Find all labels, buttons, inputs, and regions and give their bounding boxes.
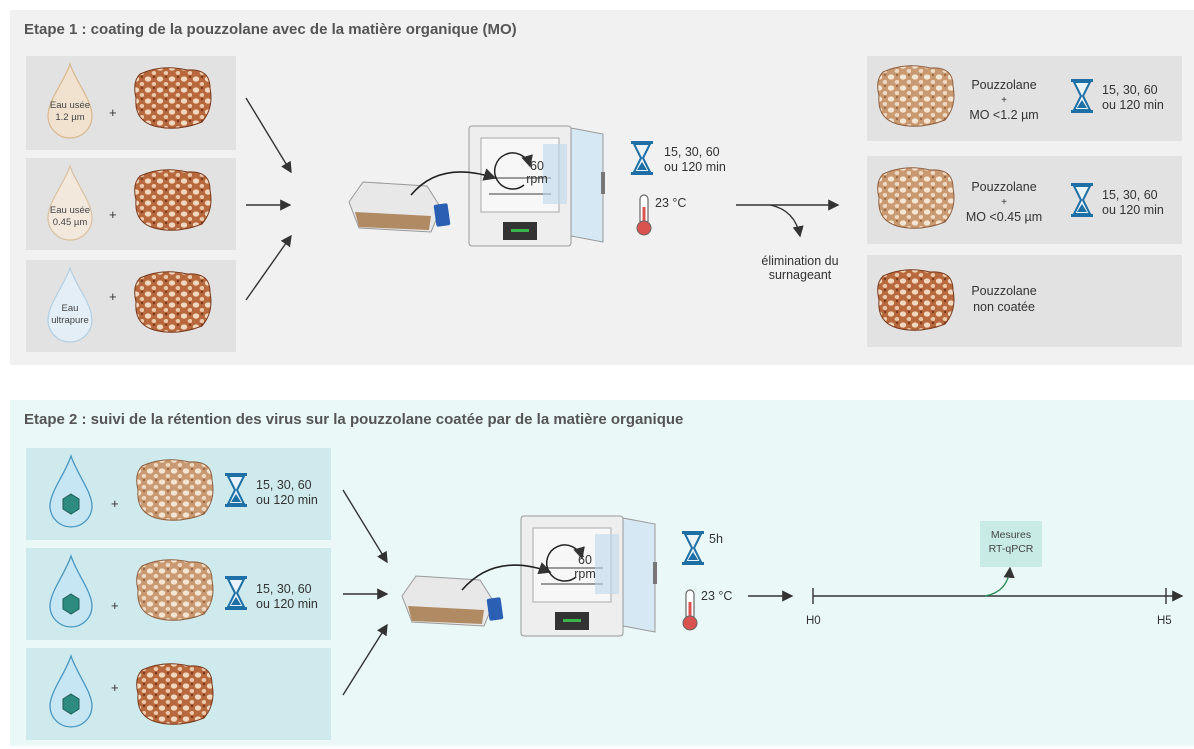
virus-icon: [62, 493, 80, 515]
droplet-icon: [49, 454, 93, 528]
pozzolan-rock-icon: [134, 169, 212, 231]
culture-flask-icon: [401, 575, 504, 627]
plus-sign: +: [109, 289, 117, 304]
plus-sign: +: [111, 598, 119, 613]
output-3-l2: non coatée: [973, 300, 1035, 314]
timeline-end: H5: [1157, 615, 1172, 627]
step2-input-1-time-l1: 15, 30, 60: [256, 478, 312, 492]
measure-line-2: RT-qPCR: [988, 543, 1034, 555]
rpm-unit: rpm: [526, 172, 548, 186]
hourglass-icon: [1071, 183, 1093, 217]
thermometer-icon: [636, 194, 652, 236]
drop-label-3b: ultrapure: [51, 315, 89, 326]
pozzolan-rock-icon: [136, 459, 214, 521]
step2-input-2-time-l1: 15, 30, 60: [256, 582, 312, 596]
time-line-2: ou 120 min: [664, 160, 726, 174]
output-1-time-l1: 15, 30, 60: [1102, 83, 1158, 97]
output-1-l3: MO <1.2 µm: [969, 108, 1039, 122]
step2-title: Etape 2 : suivi de la rétention des viru…: [24, 411, 684, 428]
timeline-start: H0: [806, 615, 821, 627]
hourglass-icon: [631, 141, 653, 175]
output-1-l2: +: [1001, 95, 1007, 106]
drop-label-3a: Eau: [61, 303, 79, 314]
drop-label-2b: 0.45 µm: [52, 217, 88, 228]
measure-line-1: Mesures: [990, 529, 1032, 541]
hourglass-icon: [225, 473, 247, 507]
pozzolan-rock-icon: [134, 67, 212, 129]
droplet-icon: [49, 554, 93, 628]
virus-icon: [62, 693, 80, 715]
pozzolan-rock-icon: [134, 271, 212, 333]
rpm-value: 60: [530, 159, 544, 173]
step2-temperature: 23 °C: [701, 589, 733, 603]
hourglass-icon: [1071, 79, 1093, 113]
hourglass-icon: [682, 531, 704, 565]
droplet-icon: [47, 266, 93, 343]
plus-sign: +: [109, 105, 117, 120]
hourglass-icon: [225, 576, 247, 610]
step2-time: 5h: [709, 532, 723, 546]
output-3-l1: Pouzzolane: [971, 284, 1037, 298]
drop-label-2a: Eau usée: [49, 205, 91, 216]
output-2-l1: Pouzzolane: [971, 180, 1037, 194]
virus-icon: [62, 593, 80, 615]
rpm-unit: rpm: [574, 567, 596, 581]
plus-sign: +: [111, 496, 119, 511]
step2-input-1-time-l2: ou 120 min: [256, 493, 318, 507]
elimination-line-2: surnageant: [768, 268, 832, 282]
elimination-line-1: élimination du: [761, 254, 839, 268]
step2-input-2-time-l2: ou 120 min: [256, 597, 318, 611]
droplet-icon: [47, 62, 93, 139]
pozzolan-rock-icon: [877, 65, 955, 127]
pozzolan-rock-icon: [136, 559, 214, 621]
plus-sign: +: [109, 207, 117, 222]
droplet-icon: [49, 654, 93, 728]
output-2-l2: +: [1001, 197, 1007, 208]
droplet-icon: [47, 164, 93, 241]
output-2-l3: MO <0.45 µm: [965, 210, 1043, 224]
pozzolan-rock-icon: [877, 167, 955, 229]
pozzolan-rock-icon: [877, 269, 955, 331]
thermometer-icon: [682, 589, 698, 631]
rpm-value: 60: [578, 553, 592, 567]
drop-label-1b: 1.2 µm: [55, 112, 85, 123]
step1-title: Etape 1 : coating de la pouzzolane avec …: [24, 21, 517, 38]
time-line-1: 15, 30, 60: [664, 145, 720, 159]
output-2-time-l2: ou 120 min: [1102, 203, 1164, 217]
culture-flask-icon: [348, 181, 451, 233]
plus-sign: +: [111, 680, 119, 695]
output-1-time-l2: ou 120 min: [1102, 98, 1164, 112]
measure-box: [980, 521, 1042, 567]
temperature: 23 °C: [655, 196, 687, 210]
output-2-time-l1: 15, 30, 60: [1102, 188, 1158, 202]
drop-label-1a: Eau usée: [49, 100, 91, 111]
pozzolan-rock-icon: [136, 663, 214, 725]
output-1-l1: Pouzzolane: [971, 78, 1037, 92]
